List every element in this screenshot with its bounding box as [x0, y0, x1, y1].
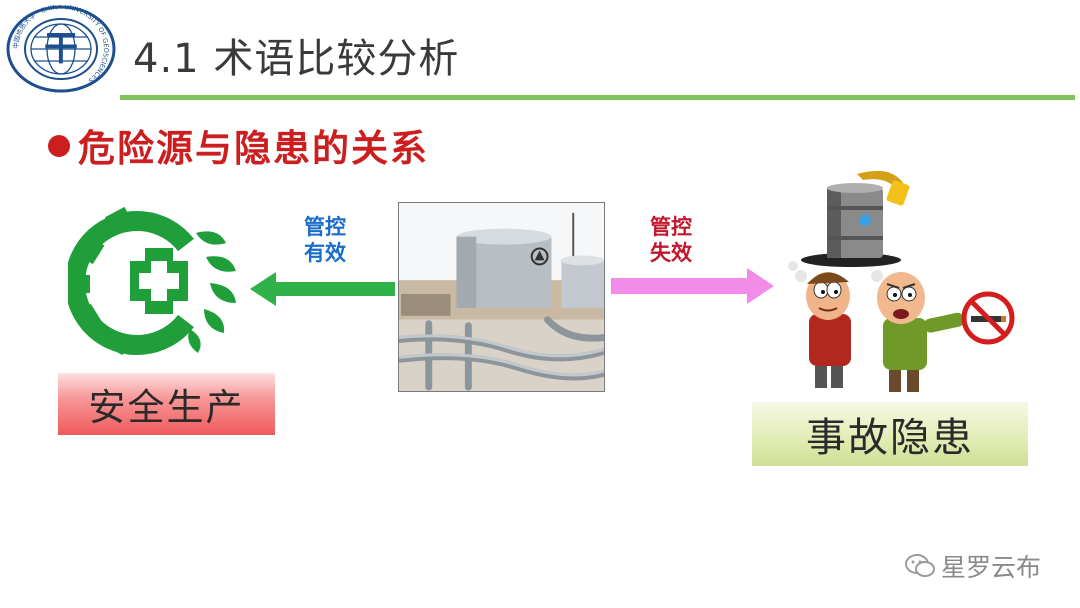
page-title: 4.1 术语比较分析	[133, 36, 460, 82]
wechat-icon	[905, 554, 935, 577]
safety-cross-emblem-icon	[68, 206, 236, 355]
person-right-icon	[871, 270, 964, 392]
oil-tank-photo	[398, 202, 605, 392]
control-effective-line1: 管控	[304, 215, 346, 239]
watermark-text: 星罗云布	[941, 553, 1042, 582]
oil-barrel-icon	[801, 170, 910, 267]
logo-mark: 干	[44, 29, 78, 69]
control-effective-label: 管控 有效	[296, 214, 354, 266]
control-failure-label: 管控 失效	[642, 214, 700, 266]
right-arrow-icon	[611, 268, 774, 304]
accident-hazard-label-box: 事故隐患	[752, 402, 1028, 466]
control-failure-line1: 管控	[650, 215, 692, 239]
hazard-cartoon-illustration	[788, 170, 1015, 392]
control-failure-line2: 失效	[650, 241, 692, 265]
safety-production-label: 安全生产	[88, 386, 245, 429]
accident-hazard-label: 事故隐患	[806, 415, 974, 461]
university-logo: 干 中国地质大学 · CHINA UNIVERSITY OF GEOSCIENC…	[6, 5, 116, 93]
title-divider	[120, 95, 1075, 100]
person-left-icon	[788, 261, 851, 388]
left-arrow-icon	[250, 272, 395, 306]
control-effective-line2: 有效	[304, 241, 346, 265]
bullet-dot-icon	[48, 135, 70, 157]
safety-production-label-box: 安全生产	[58, 373, 275, 435]
bullet-text: 危险源与隐患的关系	[78, 127, 429, 170]
wechat-watermark: 星罗云布	[905, 548, 1041, 584]
bullet-heading: 危险源与隐患的关系	[48, 118, 429, 172]
no-smoking-sign-icon	[961, 291, 1015, 345]
